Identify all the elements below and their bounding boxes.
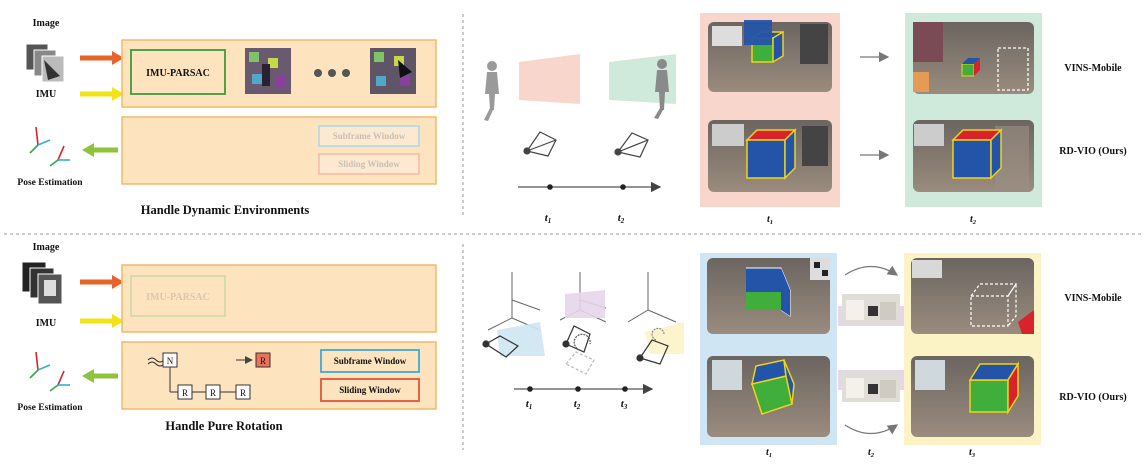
walking-person-icon-1 (484, 61, 499, 121)
camera-view-frustum-1 (519, 54, 580, 104)
top-pose-label: Pose Estimation (17, 178, 83, 188)
bottom-result-vins-t2 (842, 294, 900, 324)
top-result-ours-t2 (913, 120, 1034, 192)
svg-text:N: N (167, 356, 174, 366)
top-timeline-tick-1 (547, 184, 553, 190)
walking-person-icon-2 (654, 59, 669, 119)
bottom-timeline-tick-1 (527, 386, 533, 392)
bottom-frustum-3 (645, 322, 684, 354)
top-image-stack-icon (25, 43, 65, 83)
bottom-result-time-label-3: t3 (969, 447, 976, 459)
bottom-parsac-box (130, 275, 226, 317)
bottom-subframe-label: Subframe Window (334, 356, 407, 366)
top-result-vins-t2 (913, 22, 1034, 94)
bottom-frustum-1 (497, 322, 545, 356)
top-method-ours: RD-VIO (Ours) (1059, 146, 1127, 157)
camera-icon-1 (523, 131, 557, 157)
bottom-pose-label: Pose Estimation (17, 403, 83, 413)
bottom-frustum-2 (565, 290, 605, 318)
top-imu-arrow-head (112, 87, 124, 101)
top-sliding-label: Sliding Window (338, 159, 400, 169)
top-subframe-window-box (318, 125, 420, 147)
top-system-diagram: Image IMU IMU-PARSAC (17, 18, 437, 217)
bottom-imu-label: IMU (36, 318, 57, 329)
svg-text:R: R (240, 388, 246, 398)
bottom-time-label-2: t2 (574, 398, 581, 411)
bottom-camera-icon-3 (636, 327, 669, 365)
svg-text:R: R (210, 388, 216, 398)
top-method-vins: VINS-Mobile (1064, 63, 1122, 74)
bottom-sliding-label: Sliding Window (339, 385, 401, 395)
bottom-time-label-3: t3 (621, 398, 628, 411)
bottom-results: t1 t2 t3 VINS-Mobile RD-VIO (Ours) (700, 253, 1127, 459)
bottom-system-diagram: Image IMU IMU-PARSAC N R R R (17, 242, 437, 433)
top-caption: Handle Dynamic Environments (141, 203, 310, 217)
bottom-scene-illustration: t1 t2 t3 (482, 272, 684, 411)
bottom-result-ours-t3 (911, 356, 1034, 437)
top-parsac-label: IMU-PARSAC (146, 68, 210, 79)
top-time-label-2: t2 (618, 212, 625, 225)
bottom-sliding-window-box (320, 378, 420, 402)
top-results: t1 t2 VINS-Mobile RD-VIO (Ours) (700, 13, 1127, 226)
bottom-time-label-1: t1 (526, 398, 533, 411)
top-scene-illustration: t1 t2 (484, 54, 676, 225)
top-feature-tile-2 (370, 48, 416, 94)
top-result-time-label-1: t1 (767, 214, 773, 226)
bottom-camera-icon-1 (482, 335, 520, 358)
top-feature-tile-1 (245, 48, 291, 94)
bottom-image-label: Image (33, 242, 60, 253)
factor-node-r-3 (235, 384, 251, 400)
factor-graph: N R R R R (147, 352, 271, 400)
bottom-result-time-label-2: t2 (868, 447, 875, 459)
bottom-pose-axes-icon (29, 351, 70, 392)
top-ellipsis (314, 69, 350, 77)
bottom-camera-icon-2 (562, 325, 595, 375)
top-result-time-label-2: t2 (970, 214, 977, 226)
bottom-method-ours: RD-VIO (Ours) (1059, 392, 1127, 403)
bottom-pose-arrow-head (82, 369, 94, 383)
bottom-result-vins-t3 (911, 258, 1034, 334)
bottom-parsac-label: IMU-PARSAC (146, 292, 210, 303)
camera-icon-2 (614, 132, 649, 158)
top-timeline-tick-2 (620, 184, 626, 190)
top-result-vins-t1 (708, 20, 832, 92)
bottom-timeline-tick-3 (622, 386, 628, 392)
bottom-vins-transition-arrow (844, 265, 899, 276)
bottom-image-arrow-head (112, 275, 124, 289)
bottom-ours-transition-arrow (844, 424, 899, 435)
svg-text:R: R (260, 356, 266, 366)
svg-text:R: R (182, 388, 188, 398)
bottom-caption: Handle Pure Rotation (165, 419, 282, 433)
top-pose-arrow-head (82, 143, 94, 157)
top-result-ours-t1 (708, 120, 832, 192)
top-sliding-window-box (318, 153, 420, 175)
bottom-result-time-label-1: t1 (766, 447, 772, 459)
top-time-label-1: t1 (545, 212, 552, 225)
bottom-result-ours-t2 (842, 372, 900, 402)
bottom-subframe-window-box (320, 349, 420, 373)
bottom-image-stack-icon (21, 261, 63, 305)
bottom-result-ours-t1 (707, 356, 830, 437)
bottom-imu-arrow-head (112, 314, 124, 328)
bottom-timeline-tick-2 (575, 386, 581, 392)
top-subframe-label: Subframe Window (333, 131, 406, 141)
top-image-label: Image (33, 18, 60, 29)
top-imu-label: IMU (36, 89, 57, 100)
top-parsac-box (130, 49, 226, 95)
factor-node-r-red (255, 352, 271, 368)
bottom-method-vins: VINS-Mobile (1064, 293, 1122, 304)
bottom-result-vins-t1 (707, 258, 830, 334)
top-pose-axes-icon (29, 126, 70, 167)
top-image-arrow-head (112, 51, 124, 65)
